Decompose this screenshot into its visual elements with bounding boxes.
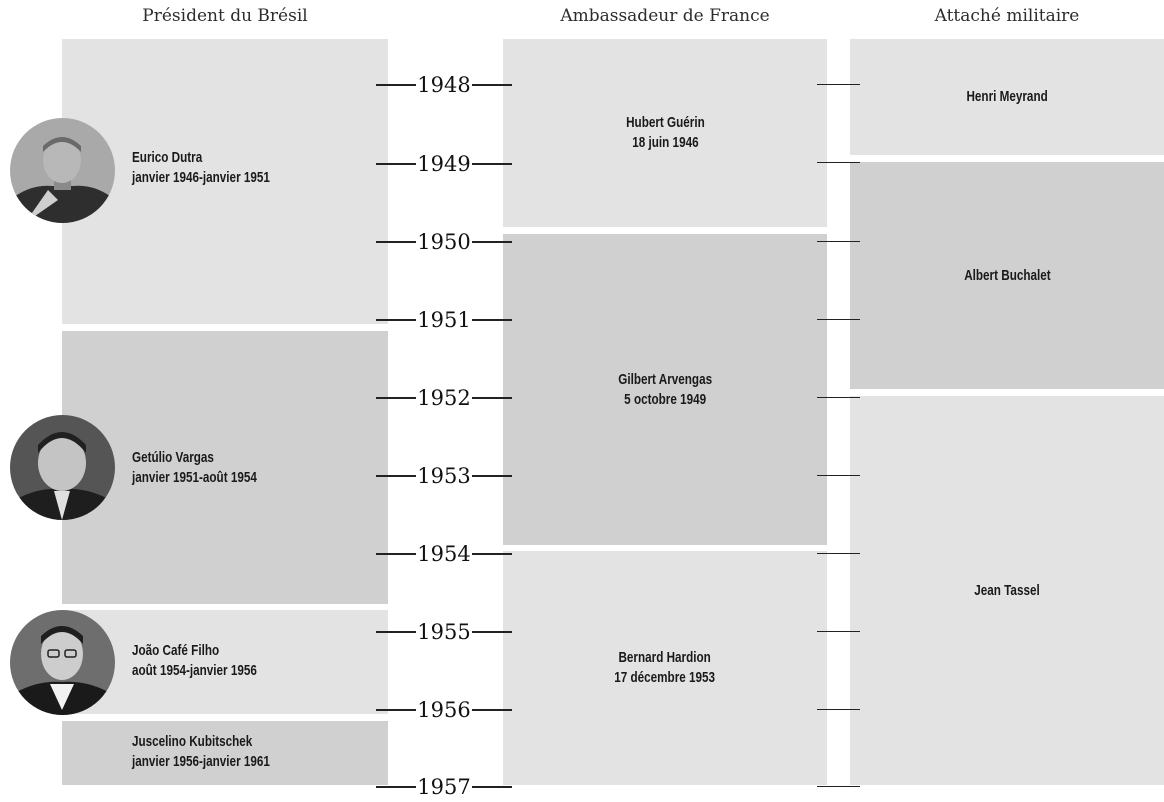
tick-mark-right	[817, 241, 860, 243]
year-marker-1951: 1951	[376, 305, 513, 335]
portrait-vargas-photo	[10, 415, 115, 520]
ambassador-block-guerin: Hubert Guérin 18 juin 1946	[503, 39, 827, 227]
tick-mark-right	[817, 631, 860, 633]
year-marker-1952: 1952	[376, 383, 513, 413]
year-label: 1951	[417, 308, 471, 332]
ambassador-block-arvengas: Gilbert Arvengas 5 octobre 1949	[503, 234, 827, 545]
year-label: 1952	[417, 386, 471, 410]
header-president: Président du Brésil	[142, 6, 308, 26]
tick-mark-right	[817, 84, 860, 86]
president-name: Getúlio Vargas	[132, 449, 214, 466]
year-label: 1950	[417, 230, 471, 254]
year-marker-1949: 1949	[376, 149, 513, 179]
attache-name: Albert Buchalet	[963, 266, 1051, 284]
president-block-kubitschek: Juscelino Kubitschek janvier 1956-janvie…	[62, 721, 388, 785]
ambassador-label-guerin: Hubert Guérin 18 juin 1946	[626, 113, 705, 153]
portrait-cafe-filho-photo	[10, 610, 115, 715]
attache-name: Jean Tassel	[974, 581, 1040, 599]
ambassador-date: 18 juin 1946	[631, 134, 699, 151]
ambassador-block-hardion: Bernard Hardion 17 décembre 1953	[503, 551, 827, 785]
president-label-kubitschek: Juscelino Kubitschek janvier 1956-janvie…	[132, 732, 270, 772]
attache-block-buchalet: Albert Buchalet	[850, 162, 1164, 389]
year-marker-1957: 1957	[376, 772, 513, 802]
tick-mark-right	[817, 553, 860, 555]
president-block-vargas: Getúlio Vargas janvier 1951-août 1954	[62, 331, 388, 604]
president-term: janvier 1951-août 1954	[132, 469, 257, 486]
ambassador-label-arvengas: Gilbert Arvengas 5 octobre 1949	[618, 370, 712, 410]
ambassador-name: Hubert Guérin	[625, 114, 705, 131]
president-term: janvier 1946-janvier 1951	[132, 169, 270, 186]
president-name: Eurico Dutra	[132, 149, 203, 166]
ambassador-name: Bernard Hardion	[618, 649, 712, 666]
tick-mark-right	[817, 709, 860, 711]
year-marker-1948: 1948	[376, 70, 513, 100]
year-label: 1955	[417, 620, 471, 644]
year-marker-1955: 1955	[376, 617, 513, 647]
year-marker-1954: 1954	[376, 539, 513, 569]
president-label-vargas: Getúlio Vargas janvier 1951-août 1954	[132, 448, 257, 488]
tick-mark-right	[817, 475, 860, 477]
tick-mark-right	[817, 162, 860, 164]
attache-block-tassel: Jean Tassel	[850, 396, 1164, 785]
year-label: 1956	[417, 698, 471, 722]
year-marker-1950: 1950	[376, 227, 513, 257]
header-ambassador: Ambassadeur de France	[560, 6, 770, 26]
portrait-dutra-photo	[10, 118, 115, 223]
year-label: 1949	[417, 152, 471, 176]
ambassador-name: Gilbert Arvengas	[618, 370, 712, 388]
attache-block-meyrand: Henri Meyrand	[850, 39, 1164, 155]
ambassador-label-hardion: Bernard Hardion 17 décembre 1953	[615, 648, 716, 688]
president-name: Juscelino Kubitschek	[132, 733, 253, 750]
attache-name: Henri Meyrand	[966, 88, 1048, 105]
president-term: août 1954-janvier 1956	[132, 662, 257, 679]
tick-mark-right	[817, 319, 860, 321]
year-label: 1954	[417, 542, 471, 566]
year-marker-1956: 1956	[376, 695, 513, 725]
president-name: João Café Filho	[132, 642, 220, 659]
year-marker-1953: 1953	[376, 461, 513, 491]
tick-mark-right	[817, 397, 860, 399]
president-term: janvier 1956-janvier 1961	[132, 753, 270, 770]
year-label: 1953	[417, 464, 471, 488]
president-label-cafe-filho: João Café Filho août 1954-janvier 1956	[132, 641, 257, 681]
year-label: 1948	[417, 73, 471, 97]
president-label-dutra: Eurico Dutra janvier 1946-janvier 1951	[132, 148, 270, 188]
header-attache: Attaché militaire	[934, 6, 1080, 26]
ambassador-date: 17 décembre 1953	[614, 669, 716, 686]
president-block-cafe-filho: João Café Filho août 1954-janvier 1956	[62, 610, 388, 714]
tick-mark-right	[817, 786, 860, 788]
president-block-dutra: Eurico Dutra janvier 1946-janvier 1951	[62, 39, 388, 324]
year-label: 1957	[417, 775, 471, 799]
ambassador-date: 5 octobre 1949	[624, 390, 706, 408]
